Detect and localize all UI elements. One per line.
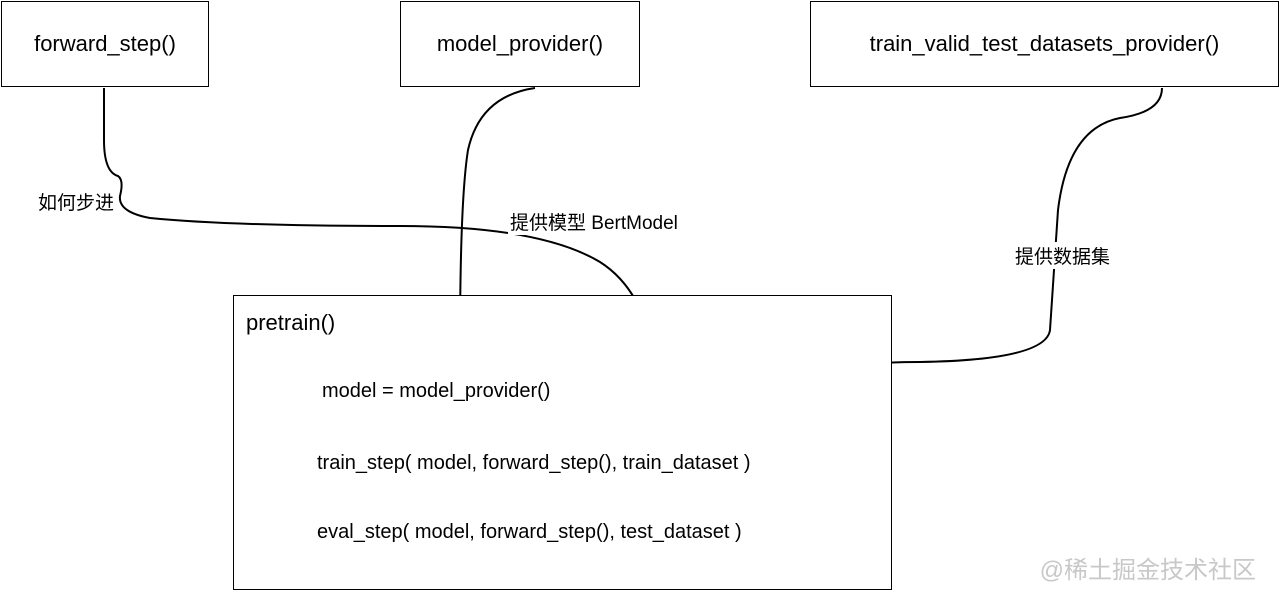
connector-model-provider (459, 87, 536, 349)
connector-forward-step (103, 88, 661, 421)
forward-step-label: forward_step() (34, 31, 176, 56)
eval-step-line: eval_step( model, forward_step(), test_d… (317, 521, 742, 543)
forward-step-node: forward_step() (1, 1, 209, 87)
datasets-provider-label: train_valid_test_datasets_provider() (869, 31, 1220, 56)
datasets-provider-node: train_valid_test_datasets_provider() (810, 1, 1279, 87)
pretrain-node: pretrain() model = model_provider() trai… (233, 295, 892, 590)
data-edge-label: 提供数据集 (1013, 242, 1113, 269)
model-provider-node: model_provider() (400, 1, 640, 87)
watermark: @稀土掘金技术社区 (1039, 557, 1256, 584)
forward-edge-label: 如何步进 (38, 193, 115, 214)
model-assign-line: model = model_provider() (322, 380, 551, 402)
model-provider-label: model_provider() (436, 31, 604, 56)
model-edge-label: 提供模型 BertModel (508, 208, 680, 235)
train-step-line: train_step( model, forward_step(), train… (317, 452, 751, 474)
pretrain-title: pretrain() (246, 310, 336, 335)
